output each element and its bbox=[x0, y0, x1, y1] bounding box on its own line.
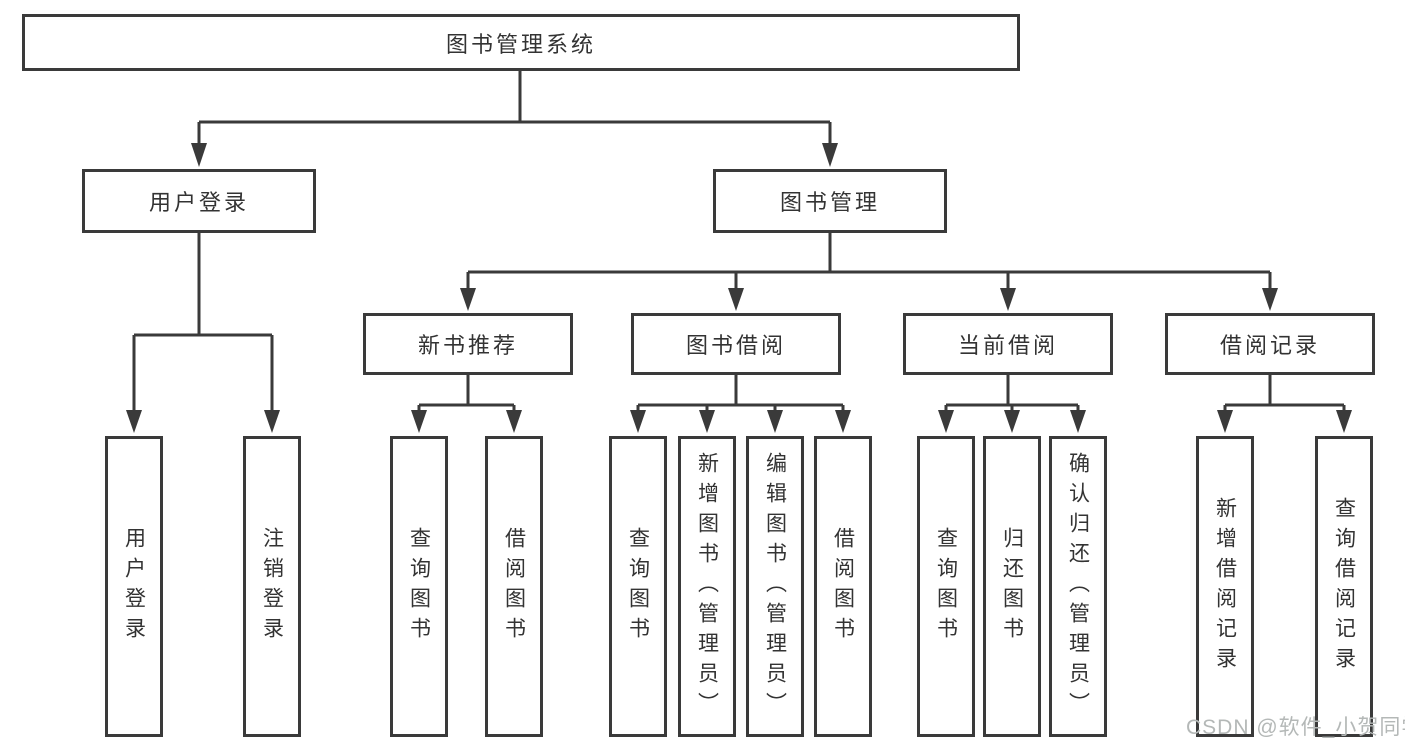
node-current-borrowing-label: 当前借阅 bbox=[957, 333, 1058, 358]
node-book-borrowing-label: 图书借阅 bbox=[685, 333, 786, 358]
leaf-query-books-current: 查询图书 bbox=[917, 436, 975, 737]
leaf-borrow-books: 借阅图书 bbox=[814, 436, 872, 737]
leaf-confirm-return-admin-label: 确认归还（管理员） bbox=[1066, 451, 1090, 722]
connector-root bbox=[197, 71, 832, 148]
arrowhead bbox=[1000, 288, 1016, 311]
node-book-management-label: 图书管理 bbox=[779, 190, 880, 215]
arrowhead bbox=[728, 288, 744, 311]
arrowhead bbox=[699, 410, 715, 433]
node-user-login: 用户登录 bbox=[82, 169, 316, 233]
connector-book-management bbox=[466, 233, 1272, 292]
node-book-borrowing: 图书借阅 bbox=[631, 313, 841, 375]
leaf-edit-books-admin-label: 编辑图书（管理员） bbox=[763, 451, 787, 722]
leaf-return-books-label: 归还图书 bbox=[1000, 526, 1024, 647]
arrowhead bbox=[938, 410, 954, 433]
arrowhead bbox=[822, 143, 838, 167]
connector-new-book bbox=[417, 375, 516, 416]
leaf-query-books-current-label: 查询图书 bbox=[934, 526, 958, 647]
arrowhead bbox=[506, 410, 522, 433]
connector-current-borrowing bbox=[944, 375, 1080, 416]
arrowhead bbox=[460, 288, 476, 311]
leaf-query-books-borrow-label: 查询图书 bbox=[626, 526, 650, 647]
leaf-confirm-return-admin: 确认归还（管理员） bbox=[1049, 436, 1107, 737]
arrowhead bbox=[1262, 288, 1278, 311]
arrowhead bbox=[1336, 410, 1352, 433]
leaf-query-borrow-record-label: 查询借阅记录 bbox=[1332, 496, 1356, 677]
leaf-add-books-admin: 新增图书（管理员） bbox=[678, 436, 736, 737]
leaf-add-borrow-record: 新增借阅记录 bbox=[1196, 436, 1254, 737]
node-borrowing-records-label: 借阅记录 bbox=[1219, 333, 1320, 358]
node-current-borrowing: 当前借阅 bbox=[903, 313, 1113, 375]
arrowhead bbox=[1004, 410, 1020, 433]
leaf-query-books-recommend-label: 查询图书 bbox=[407, 526, 431, 647]
leaf-borrow-books-recommend: 借阅图书 bbox=[485, 436, 543, 737]
leaf-user-login: 用户登录 bbox=[105, 436, 163, 737]
node-new-book-recommend-label: 新书推荐 bbox=[417, 333, 518, 358]
leaf-edit-books-admin: 编辑图书（管理员） bbox=[746, 436, 804, 737]
arrowhead bbox=[411, 410, 427, 433]
leaf-add-books-admin-label: 新增图书（管理员） bbox=[695, 451, 719, 722]
arrowhead bbox=[126, 410, 142, 433]
node-borrowing-records: 借阅记录 bbox=[1165, 313, 1375, 375]
connector-book-borrowing bbox=[636, 375, 845, 416]
leaf-logout-label: 注销登录 bbox=[260, 526, 284, 647]
arrowhead bbox=[191, 143, 207, 167]
node-root-system-label: 图书管理系统 bbox=[445, 31, 596, 57]
leaf-query-books-recommend: 查询图书 bbox=[390, 436, 448, 737]
arrowhead bbox=[1070, 410, 1086, 433]
node-root-system: 图书管理系统 bbox=[22, 14, 1020, 71]
csdn-watermark: CSDN @软件_小贺同学 bbox=[1186, 716, 1405, 739]
leaf-logout: 注销登录 bbox=[243, 436, 301, 737]
leaf-return-books: 归还图书 bbox=[983, 436, 1041, 737]
leaf-borrow-books-recommend-label: 借阅图书 bbox=[502, 526, 526, 647]
arrowhead bbox=[630, 410, 646, 433]
leaf-borrow-books-label: 借阅图书 bbox=[831, 526, 855, 647]
arrowhead bbox=[835, 410, 851, 433]
arrowhead bbox=[767, 410, 783, 433]
arrowhead bbox=[1217, 410, 1233, 433]
node-book-management: 图书管理 bbox=[713, 169, 947, 233]
leaf-user-login-label: 用户登录 bbox=[122, 526, 146, 647]
arrowhead bbox=[264, 410, 280, 433]
connector-borrowing-records bbox=[1223, 375, 1346, 416]
leaf-query-borrow-record: 查询借阅记录 bbox=[1315, 436, 1373, 737]
node-new-book-recommend: 新书推荐 bbox=[363, 313, 573, 375]
connector-user-login bbox=[132, 233, 274, 416]
leaf-query-books-borrow: 查询图书 bbox=[609, 436, 667, 737]
node-user-login-label: 用户登录 bbox=[148, 190, 249, 215]
leaf-add-borrow-record-label: 新增借阅记录 bbox=[1213, 496, 1237, 677]
